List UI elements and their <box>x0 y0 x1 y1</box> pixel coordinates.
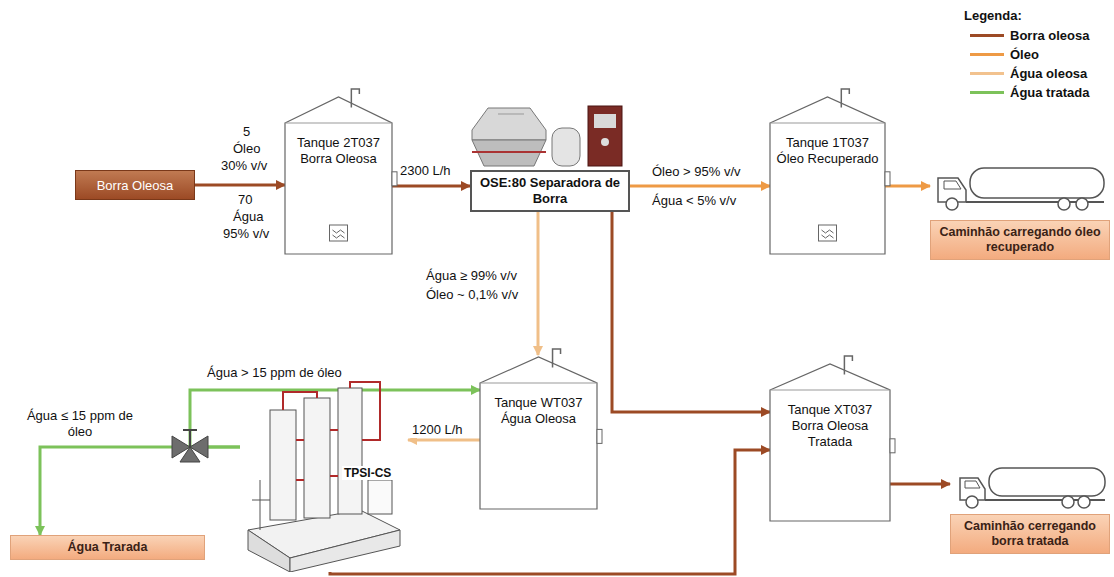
storage-tank: Tanque WT037 Água Oleosa <box>480 355 597 510</box>
truck-illustration <box>934 160 1110 212</box>
heater-coil <box>333 230 345 238</box>
edge-label: Água ≤ 15 ppm de óleo <box>22 408 138 440</box>
three-way-valve <box>168 424 212 464</box>
process-box: OSE:80 Separadora de Borra <box>470 170 630 212</box>
storage-tank: Tanque 2T037 Borra Oleosa <box>285 95 392 255</box>
legend-row: Água oleosa <box>970 66 1087 81</box>
legend-swatch <box>970 53 1004 56</box>
legend-row: Borra oleosa <box>970 28 1089 43</box>
storage-tank: Tanque 1T037 Óleo Recuperado <box>770 95 885 255</box>
heater-coil <box>822 230 834 238</box>
tank-nozzle <box>392 172 397 186</box>
destination-label: Caminhão cerregando borra tratada <box>950 514 1110 554</box>
legend-swatch <box>970 72 1004 75</box>
tank-label: Tanque 1T037 Óleo Recuperado <box>776 135 879 167</box>
flow-connector <box>612 212 770 412</box>
tank-body <box>480 357 597 509</box>
tank-nozzle <box>890 439 895 453</box>
truck-illustration <box>956 462 1110 510</box>
flow-connector <box>885 185 930 188</box>
legend-row: Água tratada <box>970 85 1089 100</box>
tank-vent <box>844 356 852 375</box>
flow-annotation: Água <box>231 209 265 225</box>
tank-seam <box>480 383 597 384</box>
flow-annotation: 30% v/v <box>219 158 269 174</box>
flow-connector <box>630 185 770 188</box>
heater-symbol <box>819 225 837 241</box>
edge-label: Água > 15 ppm de óleo <box>205 365 344 381</box>
tank-label: Tanque WT037 Água Oleosa <box>486 395 591 427</box>
tank-label: Tanque XT037 Borra Oleosa Tratada <box>776 402 884 450</box>
flow-connector <box>40 447 240 535</box>
tank-outline <box>285 95 392 255</box>
flow-connector <box>408 439 480 442</box>
legend-swatch <box>970 34 1004 37</box>
heater-symbol <box>330 225 348 241</box>
flow-connector <box>392 185 470 188</box>
flow-annotation: 5 <box>241 124 252 140</box>
destination-label: Água Trarada <box>10 535 205 560</box>
node-label-group: Tanque 2T037 Borra Oleosa <box>291 135 386 167</box>
tank-vent <box>553 349 561 368</box>
tank-body <box>285 97 392 254</box>
flow-annotation: Água < 5% v/v <box>650 193 738 209</box>
flow-connector <box>537 212 540 355</box>
tank-vent <box>351 89 359 108</box>
endpoint-box: Caminhão carregando óleo recuperado <box>930 160 1110 260</box>
endpoint-box: Água Trarada <box>10 535 205 560</box>
equipment-label: TPSI-CS <box>342 466 393 480</box>
equipment-node: TPSI-CS <box>240 380 408 572</box>
node-label-group: Tanque XT037 Borra Oleosa Tratada <box>776 402 884 450</box>
tank-outline <box>770 95 885 255</box>
tank-body <box>770 97 885 254</box>
tank-seam <box>285 123 392 124</box>
destination-label: Caminhão carregando óleo recuperado <box>930 220 1110 260</box>
node-label-group: Tanque WT037 Água Oleosa <box>486 395 591 427</box>
legend-label: Água oleosa <box>1010 66 1087 81</box>
process-label: OSE:80 Separadora de Borra <box>477 175 623 207</box>
tank-vent <box>841 89 849 108</box>
edge-label: Água ≥ 99% v/v <box>424 268 519 284</box>
node-label-group: Tanque 1T037 Óleo Recuperado <box>776 135 879 167</box>
endpoint-box: Caminhão cerregando borra tratada <box>950 462 1110 554</box>
legend-swatch <box>970 91 1004 94</box>
tank-seam <box>770 390 890 391</box>
legend-label: Borra oleosa <box>1010 28 1089 43</box>
legend-label: Água tratada <box>1010 85 1089 100</box>
tank-label: Tanque 2T037 Borra Oleosa <box>291 135 386 167</box>
tank-nozzle <box>597 429 602 443</box>
flow-annotation: 70 <box>236 192 254 208</box>
edge-label: 2300 L/h <box>398 163 453 179</box>
edge-label: 1200 L/h <box>410 422 465 438</box>
flow-connector <box>890 483 950 486</box>
flow-connector <box>195 184 285 187</box>
legend-title: Legenda: <box>962 8 1024 24</box>
node-label: Borra Oleosa <box>97 178 174 193</box>
tank-seam <box>770 123 885 124</box>
legend-label: Óleo <box>1010 47 1039 62</box>
storage-tank: Tanque XT037 Borra Oleosa Tratada <box>770 362 890 522</box>
flow-annotation: Óleo ~ 0,1% v/v <box>424 287 520 303</box>
flow-connector <box>190 390 480 447</box>
separator-illustration <box>468 100 633 172</box>
legend-row: Óleo <box>970 47 1039 62</box>
tank-body <box>770 364 890 521</box>
flow-annotation: Óleo <box>231 141 262 157</box>
endpoint-box: Borra Oleosa <box>75 170 195 200</box>
tank-nozzle <box>885 172 890 186</box>
tank-outline <box>480 355 597 510</box>
edge-label: Óleo > 95% v/v <box>650 164 743 180</box>
flow-annotation: 95% v/v <box>221 226 271 242</box>
